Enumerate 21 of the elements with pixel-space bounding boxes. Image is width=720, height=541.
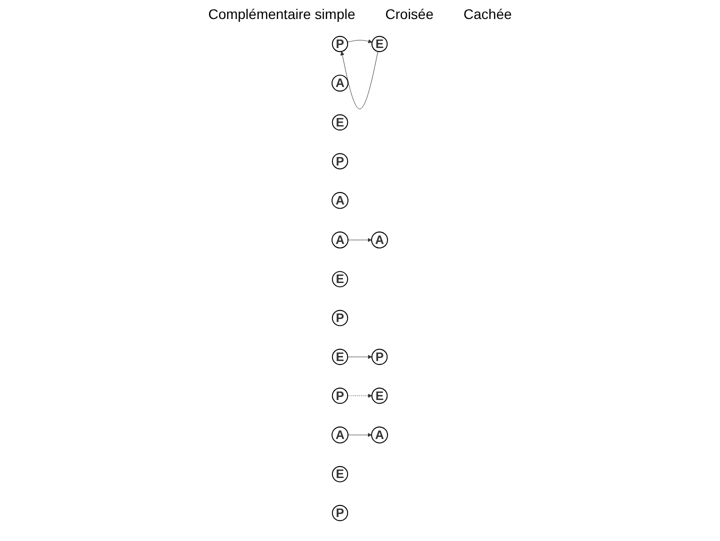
panel-title: Complémentaire simple [208, 6, 356, 22]
node-circle: E [332, 348, 348, 364]
node-circle: P [332, 387, 348, 404]
node-circle: A [332, 231, 349, 248]
node-circle: E [332, 270, 348, 287]
node-circle: P [372, 348, 388, 364]
node-circle: P [332, 35, 348, 52]
node-circle: E [372, 35, 388, 52]
node-circle: P [332, 152, 348, 169]
node-circle: P [332, 309, 348, 326]
node-circle: A [332, 192, 349, 208]
node-circle: P [332, 504, 348, 521]
node-circle: A [332, 74, 349, 92]
node-circle: A [332, 426, 349, 443]
node-circle: A [371, 231, 388, 248]
panel-title: Croisée [385, 6, 434, 22]
node-circle: E [332, 114, 348, 130]
node-circle: A [371, 426, 388, 443]
node-circle: E [332, 466, 348, 482]
panel-title: Cachée [464, 6, 512, 22]
node-circle: E [372, 387, 388, 404]
